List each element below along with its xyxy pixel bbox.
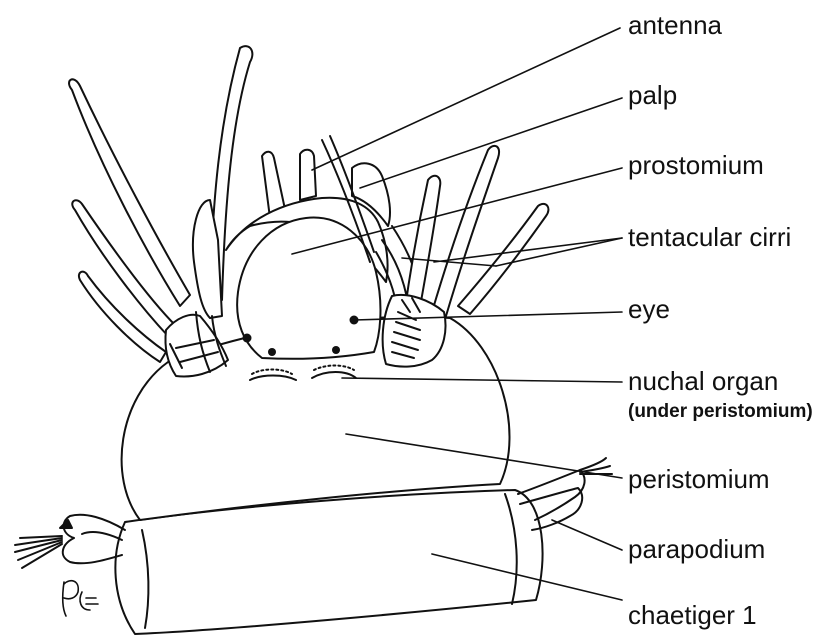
right-tentacular-cirri-shape	[404, 146, 548, 318]
label-peristomium: peristomium	[628, 466, 770, 492]
label-nuchal-organ: nuchal organ	[628, 368, 778, 394]
left-tentacular-cirri-shape	[69, 46, 252, 362]
label-parapodium: parapodium	[628, 536, 765, 562]
left-parapodium-shape	[15, 515, 125, 568]
label-chaetiger-1: chaetiger 1	[628, 602, 757, 628]
label-tentacular-cirri: tentacular cirri	[628, 224, 791, 250]
label-antenna: antenna	[628, 12, 722, 38]
label-eye: eye	[628, 296, 670, 322]
label-palp: palp	[628, 82, 677, 108]
label-nuchal-organ-note: (under peristomium)	[628, 402, 813, 421]
right-appendage-base	[383, 295, 446, 367]
label-prostomium: prostomium	[628, 152, 764, 178]
artist-mark	[63, 581, 98, 616]
